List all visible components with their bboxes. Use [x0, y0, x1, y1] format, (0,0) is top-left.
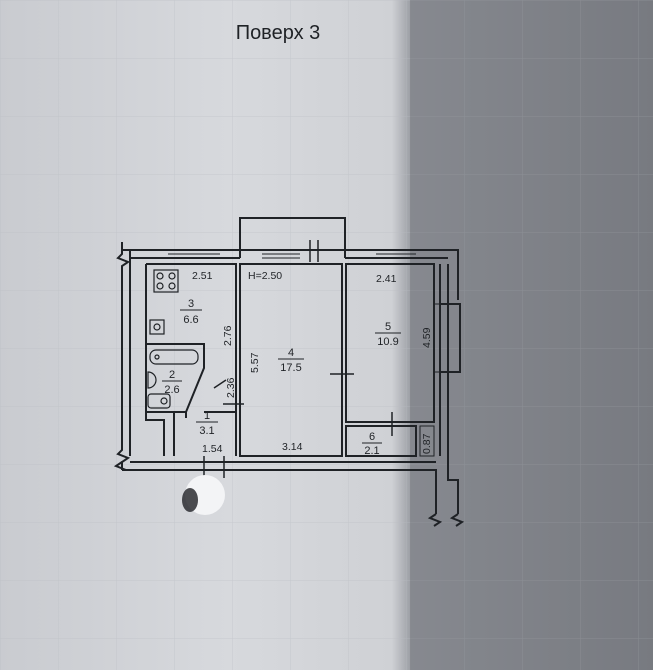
- room-2-number: 2: [169, 369, 175, 381]
- room-4-number: 4: [288, 347, 294, 359]
- toilet-icon: [147, 393, 171, 409]
- dim-hall-width: 1.54: [202, 443, 223, 455]
- shadow-band: [410, 0, 653, 670]
- room-5-area: 10.9: [377, 336, 398, 348]
- plan-walls: [113, 217, 465, 527]
- ceiling-height: H=2.50: [248, 270, 282, 282]
- room-3-number: 3: [188, 298, 194, 310]
- entrance-smudge: [182, 475, 225, 515]
- dim-living-depth: 5.57: [249, 352, 261, 373]
- room-2-area: 2.6: [164, 384, 179, 396]
- sink-icon: [149, 319, 165, 335]
- room-4-area: 17.5: [280, 362, 301, 374]
- dim-hall-depth: 2.36: [225, 377, 237, 398]
- room-3-area: 6.6: [183, 314, 198, 326]
- dim-bedroom-depth: 4.59: [421, 327, 433, 348]
- dim-kitchen-depth: 2.76: [222, 325, 234, 346]
- floor-title: Поверх 3: [236, 22, 321, 44]
- dim-kitchen-width: 2.51: [192, 270, 213, 282]
- room-5-number: 5: [385, 321, 391, 333]
- washbasin-icon: [147, 371, 157, 389]
- room-1-area: 3.1: [199, 425, 214, 437]
- room-labels: 3 6.6 2 2.6 1 3.1 4 17.5 5 10.9 6 2.1: [162, 298, 401, 457]
- room-6-area: 2.1: [364, 445, 379, 457]
- stove-icon: [153, 269, 179, 293]
- dim-closet-depth: 0.87: [421, 433, 433, 454]
- bathtub-icon: [149, 349, 199, 365]
- room-1-number: 1: [204, 410, 210, 422]
- room-6-number: 6: [369, 431, 375, 443]
- dim-bedroom-width: 2.41: [376, 273, 397, 285]
- dim-living-width: 3.14: [282, 441, 303, 453]
- dimension-labels: H=2.50 2.51 2.41 3.14 1.54 2.76 5.57 2.3…: [192, 270, 433, 455]
